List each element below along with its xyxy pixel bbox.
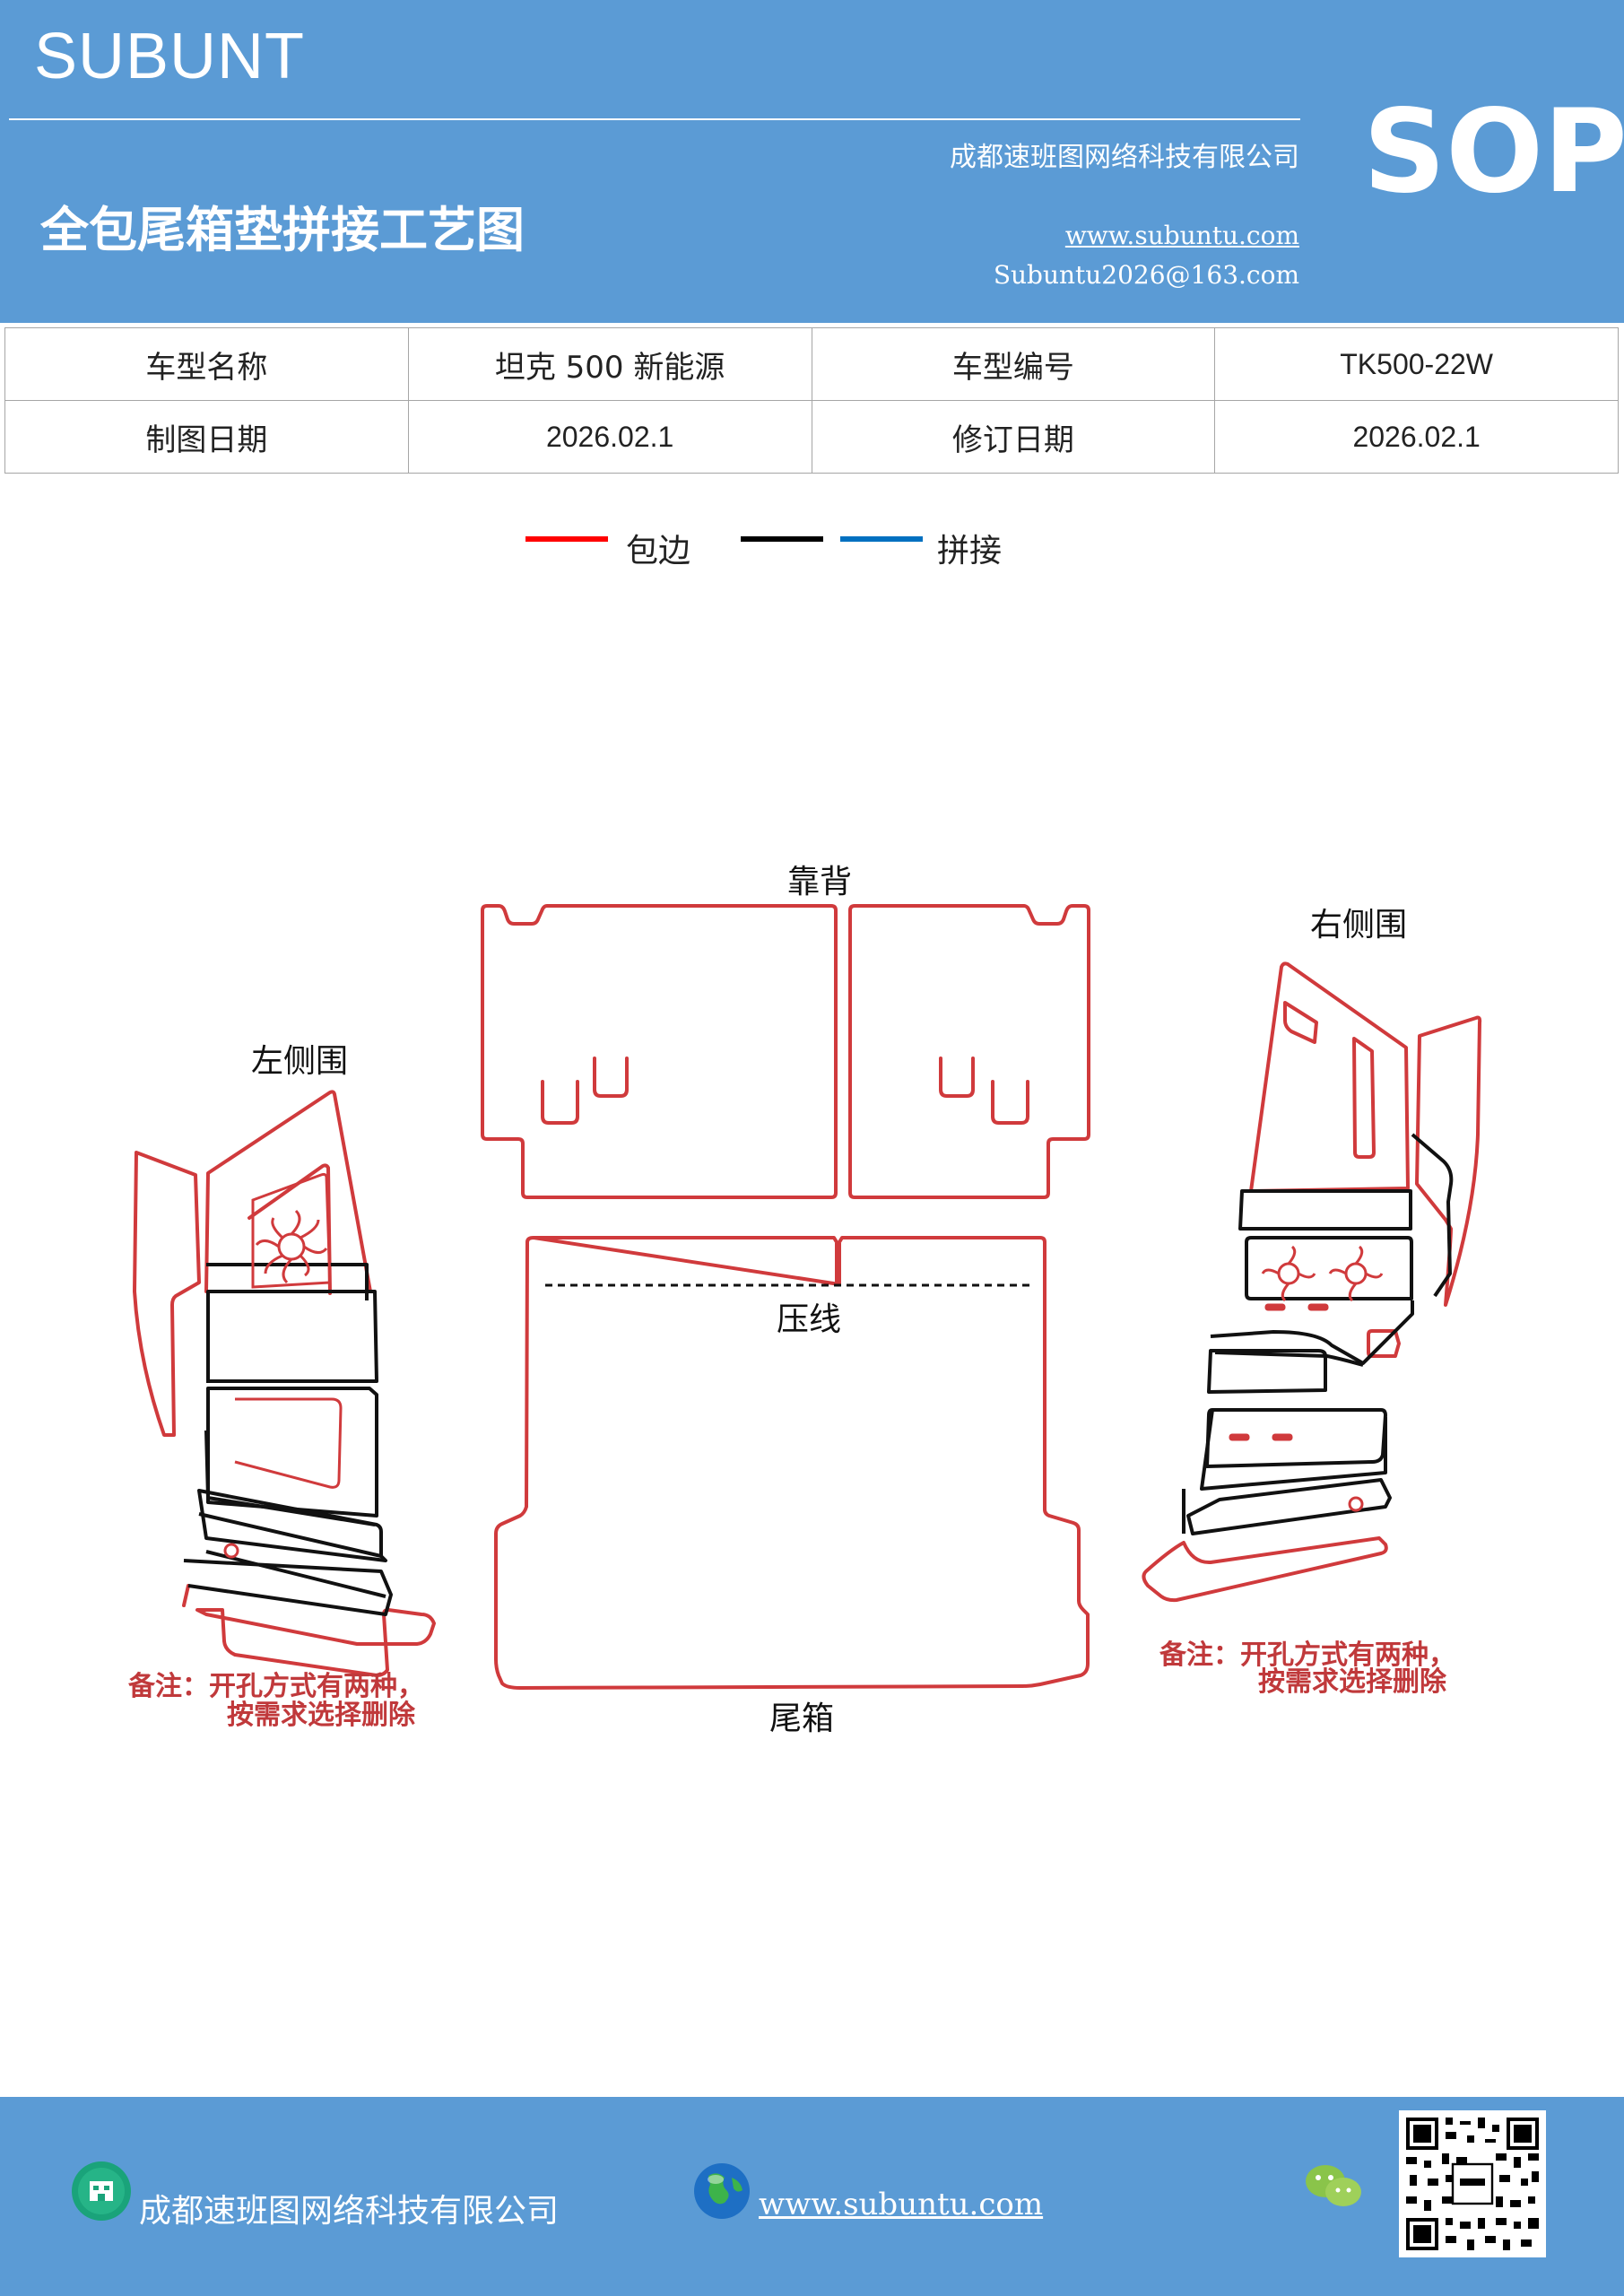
right-note-line1: 备注：开孔方式有两种， (1159, 1639, 1455, 1671)
right-side-vent-icon-1 (1261, 1245, 1316, 1302)
right-side-slot (1283, 1001, 1318, 1044)
left-side-lower-panel (197, 1489, 387, 1562)
right-side-strip (1238, 1189, 1412, 1231)
trunk-label: 尾箱 (769, 1700, 834, 1737)
table-row: 制图日期 2026.02.1 修订日期 2026.02.1 (4, 400, 1619, 474)
email-address: Subuntu2026@163.com (993, 260, 1299, 290)
right-side-vent-icon-2 (1328, 1245, 1384, 1302)
footer-company: 成都速班图网络科技有限公司 (139, 2193, 560, 2230)
backrest-left-panel (481, 904, 838, 1199)
right-side-vent-panel (1245, 1236, 1413, 1300)
qr-code (1399, 2110, 1546, 2257)
globe-icon (694, 2163, 750, 2219)
right-side-bottom-strip (1142, 1536, 1388, 1603)
right-side-hole (1348, 1496, 1364, 1512)
footer-banner: 成都速班图网络科技有限公司 www.subuntu.com (0, 2097, 1624, 2296)
left-side-vent-icon (251, 1172, 332, 1289)
left-side-seam (205, 1550, 386, 1598)
right-side-seam (1210, 1300, 1414, 1365)
cutout-slot (939, 1057, 975, 1098)
right-side-slot (1352, 1037, 1376, 1159)
cutout-slot (541, 1080, 579, 1125)
legend-black-line (741, 536, 823, 542)
document-title: 全包尾箱垫拼接工艺图 (40, 202, 525, 258)
left-side-upper-panel (204, 1090, 372, 1293)
trunk-floor-panel (494, 1236, 1090, 1690)
legend-wrap-label: 包边 (626, 533, 691, 570)
left-note-line1: 备注：开孔方式有两种， (128, 1671, 424, 1702)
revision-date-label: 修订日期 (811, 400, 1216, 474)
left-side-outer-strip (133, 1151, 201, 1437)
left-side-label: 左侧围 (251, 1043, 348, 1080)
backrest-label: 靠背 (787, 864, 852, 900)
left-side-seam (206, 1263, 369, 1300)
left-side-middle-panel (206, 1290, 378, 1383)
right-side-upper-panel (1249, 961, 1410, 1193)
company-name: 成都速班图网络科技有限公司 (950, 142, 1299, 173)
brand-name: SUBUNT (34, 21, 306, 92)
left-side-seam (198, 1512, 382, 1558)
press-line-label: 压线 (777, 1301, 841, 1338)
header-banner: SUBUNT 成都速班图网络科技有限公司 SOP 全包尾箱垫拼接工艺图 www.… (0, 0, 1624, 323)
model-code-label: 车型编号 (811, 327, 1216, 401)
right-side-step-panel (1207, 1349, 1327, 1394)
legend-splice-label: 拼接 (937, 533, 1003, 570)
header-divider (9, 118, 1300, 120)
sop-badge: SOP (1363, 85, 1624, 219)
left-side-hole (223, 1543, 239, 1559)
legend-splice-line (840, 536, 923, 542)
cutout-slot (991, 1080, 1029, 1125)
left-side-lower-strip (195, 1608, 436, 1677)
left-side-edge-mark (182, 1584, 190, 1607)
model-code-value: TK500-22W (1214, 327, 1619, 401)
right-side-lower-panel (1205, 1408, 1387, 1468)
cutout-slot (593, 1057, 629, 1098)
right-side-label: 右侧围 (1310, 907, 1407, 944)
backrest-right-panel (848, 904, 1090, 1199)
mat-pattern-drawing: 靠背 左侧围 右侧围 压线 尾箱 备注：开孔方式有两种， 按需求选择删除 备注：… (128, 864, 1482, 1737)
left-side-window-outline (234, 1397, 343, 1489)
right-side-seam (1214, 1351, 1364, 1367)
vehicle-info-table: 车型名称 坦克 500 新能源 车型编号 TK500-22W 制图日期 2026… (4, 327, 1619, 474)
left-side-seam (183, 1559, 393, 1616)
right-side-seam (1411, 1133, 1454, 1298)
legend-wrap-line (525, 536, 608, 542)
right-note-line2: 按需求选择删除 (1258, 1666, 1447, 1698)
footer-website-link[interactable]: www.subuntu.com (759, 2187, 1044, 2222)
left-side-seam (204, 1430, 376, 1526)
model-name-label: 车型名称 (4, 327, 409, 401)
model-name-value: 坦克 500 新能源 (407, 327, 812, 401)
building-icon (72, 2161, 131, 2221)
left-side-inner-edge (248, 1163, 332, 1295)
right-side-bottom-panel (1186, 1478, 1392, 1535)
revision-date-value: 2026.02.1 (1214, 400, 1619, 474)
drawing-date-label: 制图日期 (4, 400, 409, 474)
left-note-line2: 按需求选择删除 (227, 1700, 416, 1731)
table-row: 车型名称 坦克 500 新能源 车型编号 TK500-22W (4, 327, 1619, 401)
wechat-icon[interactable] (1302, 2160, 1365, 2213)
right-side-seam (1200, 1409, 1387, 1491)
drawing-date-value: 2026.02.1 (407, 400, 812, 474)
website-link[interactable]: www.subuntu.com (1064, 221, 1299, 250)
